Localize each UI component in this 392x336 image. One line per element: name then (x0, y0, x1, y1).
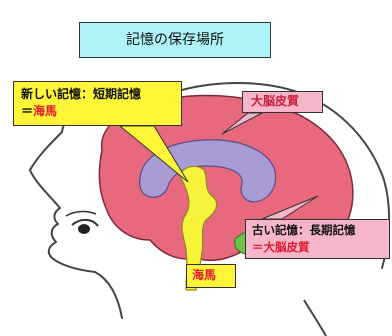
long-term-line2: ＝大脳皮質 (252, 239, 310, 254)
short-term-equals: ＝ (21, 104, 34, 119)
hippocampus-label: 海馬 (186, 264, 236, 288)
short-term-memory-callout: 新しい記憶：短期記憶 ＝海馬 (13, 81, 182, 126)
long-term-line1: 古い記憶：長期記憶 (252, 223, 356, 237)
short-term-location: 海馬 (33, 104, 58, 119)
head-outline-icon (29, 82, 391, 319)
short-term-line1: 新しい記憶：短期記憶 (21, 87, 142, 101)
limbic-region (139, 139, 277, 203)
cortex-pointer (221, 112, 263, 135)
hippocampus-region (180, 165, 218, 291)
cortex-label: 大脳皮質 (242, 91, 323, 113)
short-term-pointer (118, 125, 189, 183)
diagram-title: 記憶の保存場所 (79, 22, 271, 58)
eye-icon (65, 210, 99, 234)
long-term-memory-callout: 古い記憶：長期記憶 ＝大脳皮質 (245, 219, 390, 259)
short-term-line2: ＝海馬 (21, 103, 174, 120)
